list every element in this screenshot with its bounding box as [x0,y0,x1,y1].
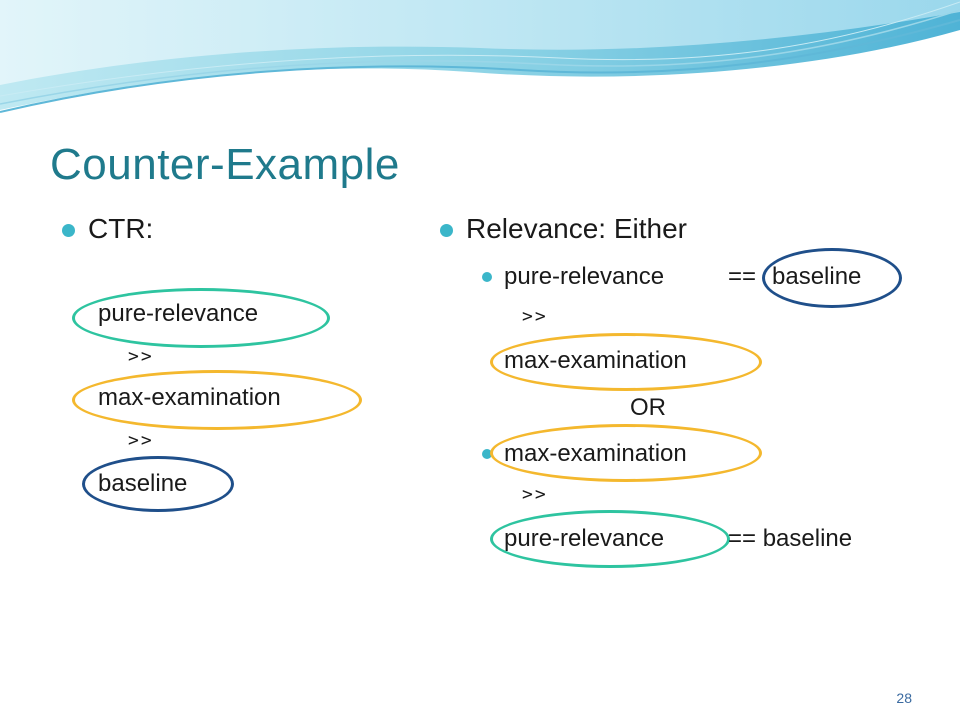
right-heading: Relevance: Either [440,212,940,246]
option1-max-examination: max-examination [504,347,687,374]
option2-gt: >> [522,484,548,505]
option2-max-examination: max-examination [504,440,687,467]
ring-max-examination-right-1 [490,333,762,391]
ring-max-examination-left [72,370,362,430]
left-line-pure-relevance: pure-relevance [98,300,259,327]
left-line-baseline: baseline [98,470,188,497]
right-column: Relevance: Either [440,212,940,246]
option2-bullet [478,439,804,469]
ring-baseline-right [762,248,902,308]
option1-baseline: baseline [772,263,862,290]
option1-gt: >> [522,306,548,327]
or-separator: OR [630,394,666,421]
left-line-gt-1: >> [128,346,154,367]
option1-bullet [478,262,954,292]
left-column: CTR: [62,212,422,246]
header-wave-decoration [0,0,960,113]
option1-pure-relevance: pure-relevance [504,263,665,290]
left-line-gt-2: >> [128,430,154,451]
ring-max-examination-right-2 [490,424,762,482]
left-line-max-examination: max-examination [98,384,281,411]
ring-pure-relevance-right [490,510,730,568]
left-heading: CTR: [62,212,422,246]
ring-pure-relevance-left [72,288,330,348]
page-number: 28 [896,690,912,706]
option1-eq: == [728,263,757,290]
slide-title: Counter-Example [50,140,400,189]
option2-eq-baseline: == baseline [728,525,853,552]
option2-pure-relevance: pure-relevance [504,525,665,552]
ring-baseline-left [82,456,234,512]
